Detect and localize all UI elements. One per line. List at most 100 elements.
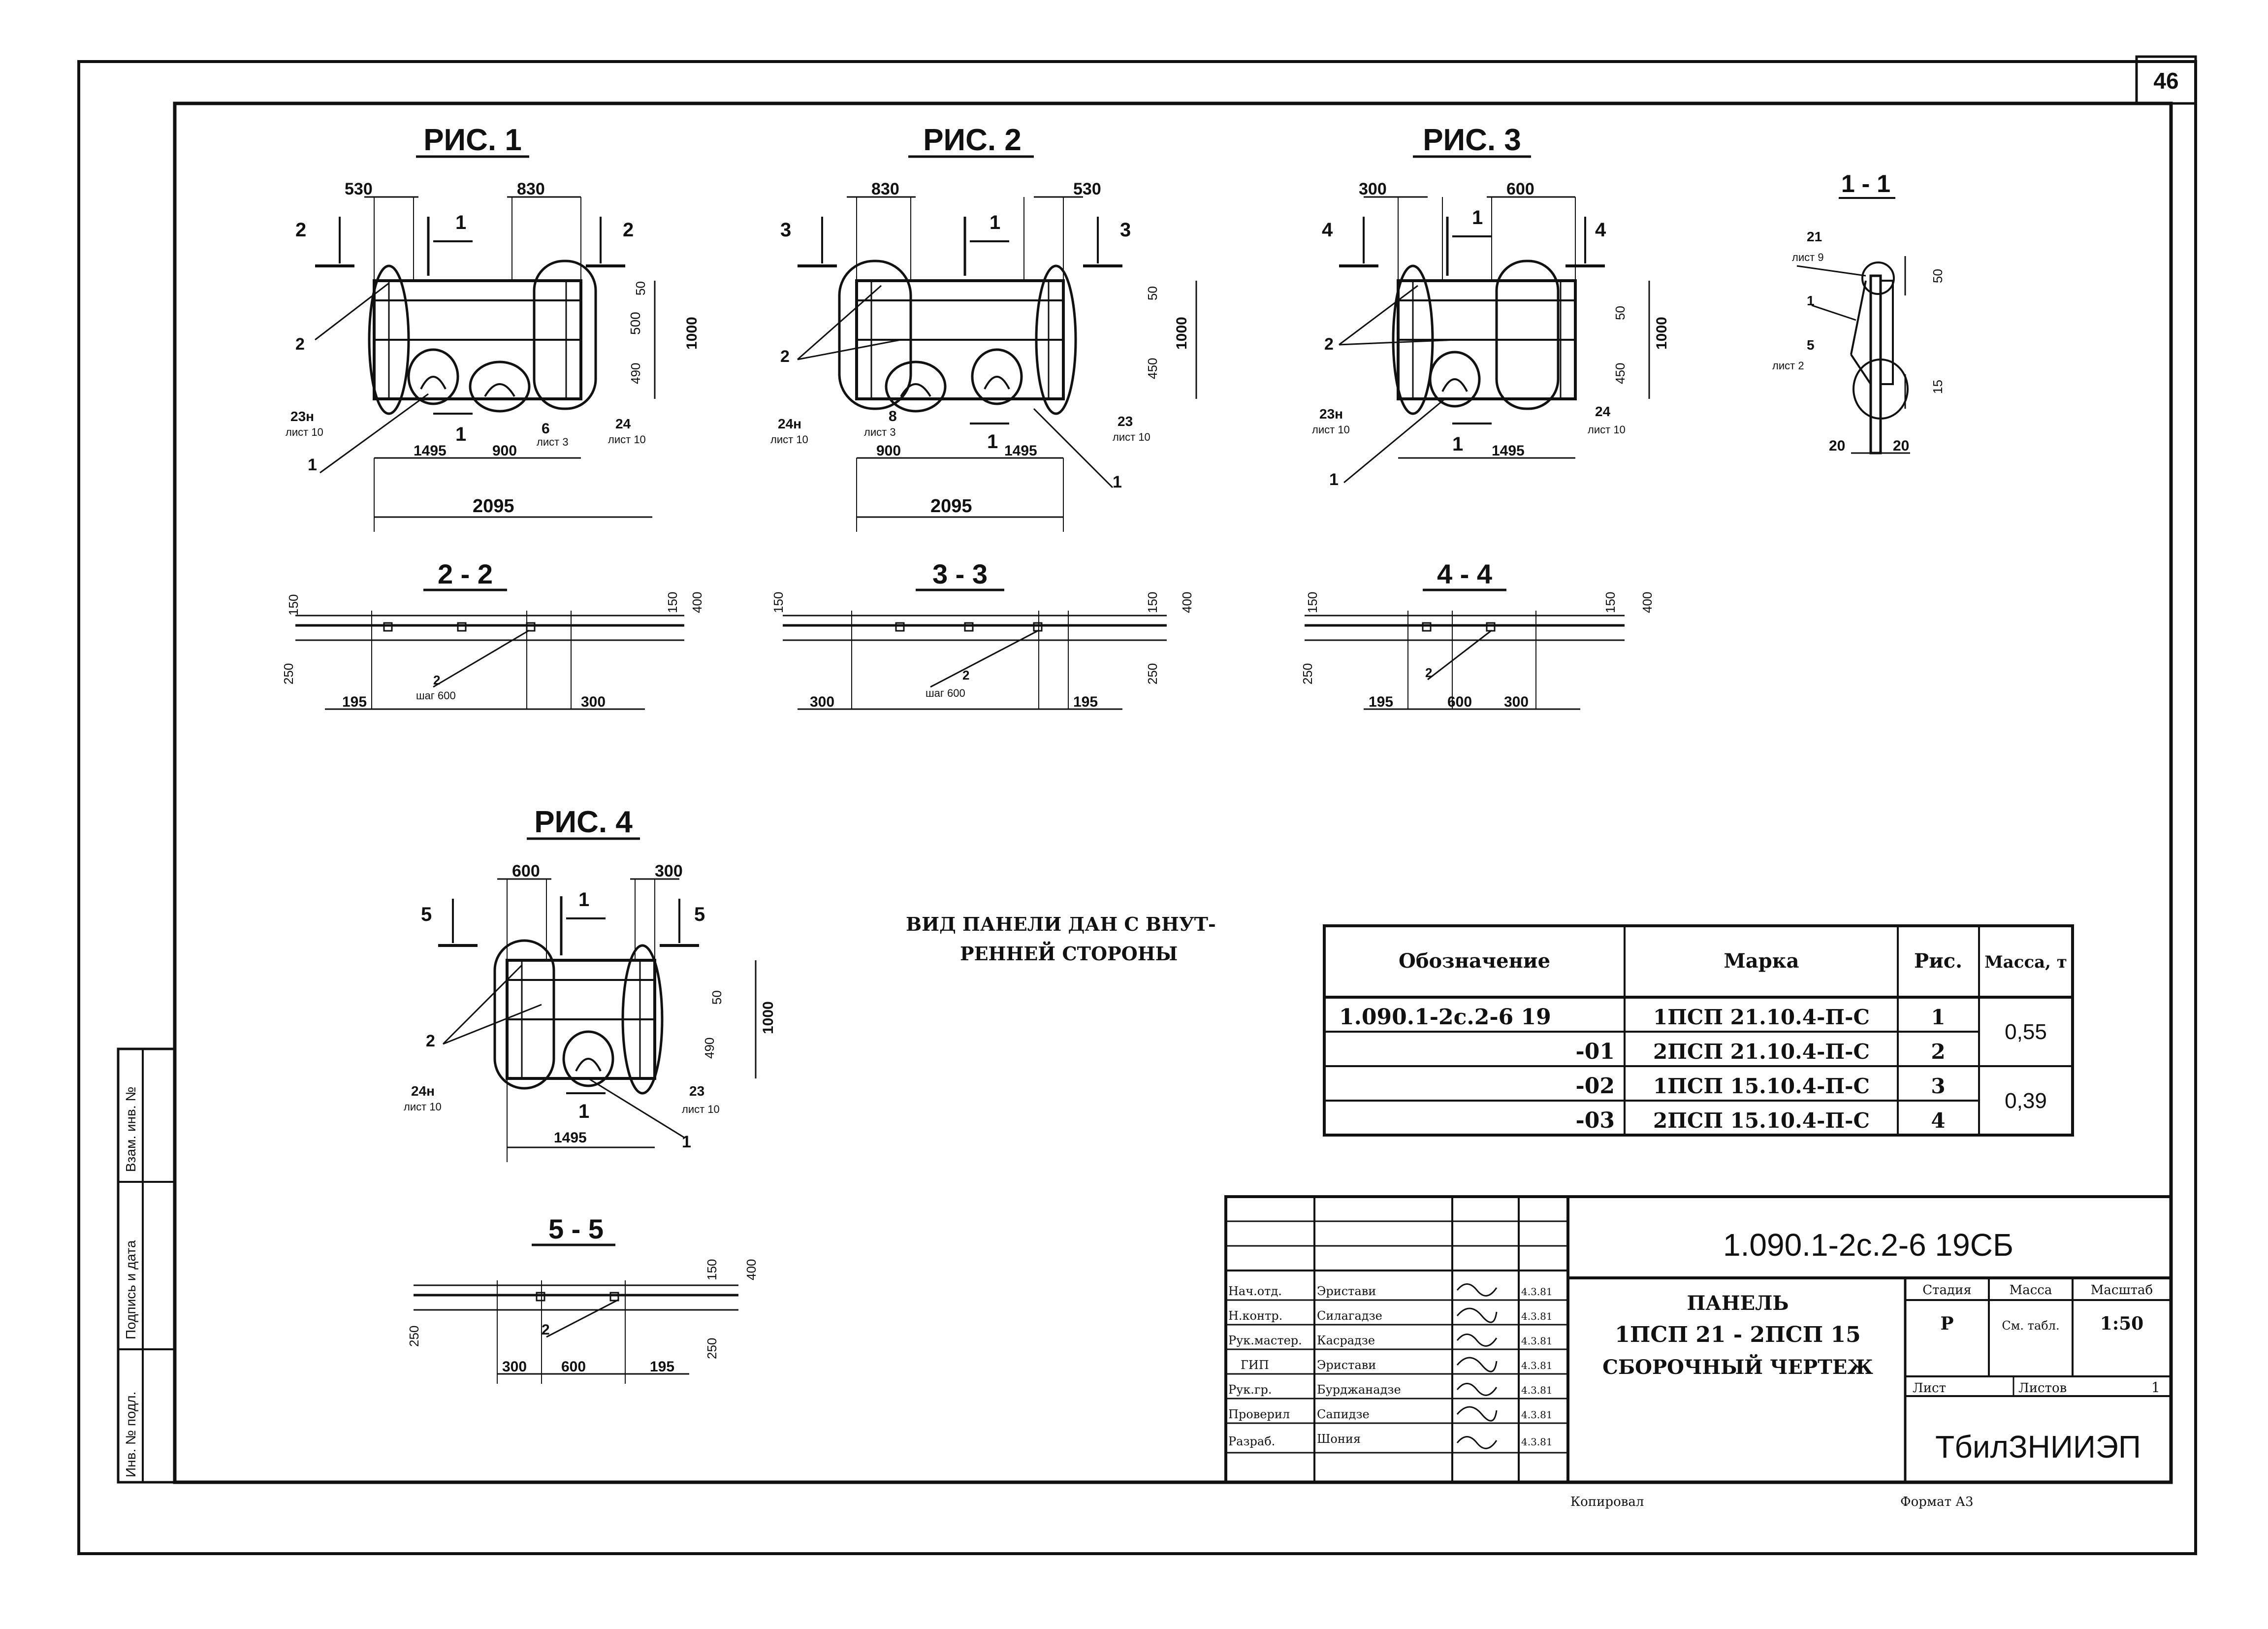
sec55-dim-150: 150 xyxy=(704,1259,719,1280)
drawing-code: 1.090.1-2с.2-6 19СБ xyxy=(1723,1227,2013,1263)
fig4-cut-mark-top: 1 xyxy=(578,889,589,911)
row3-fig: 3 xyxy=(1931,1074,1945,1098)
fig3-dim-50: 50 xyxy=(1613,306,1628,320)
figure-2: РИС. 2 830 530 900 1495 2095 1000 50 450 xyxy=(770,123,1197,532)
fig1-cut-mark-top: 1 xyxy=(455,212,466,233)
figure-4: РИС. 4 600 300 1495 1000 490 50 5 5 1 xyxy=(404,805,776,1162)
fig3-callout-23n: 23н xyxy=(1319,406,1343,422)
figure-2-title: РИС. 2 xyxy=(923,123,1022,157)
sec33-dim-300: 300 xyxy=(810,694,834,710)
mass-group-1: 0,55 xyxy=(2005,1020,2047,1044)
fig3-section-mark-right: 4 xyxy=(1595,219,1606,241)
sec44-dim-150b: 150 xyxy=(1603,592,1618,613)
sec11-dim-20a: 20 xyxy=(1829,438,1845,454)
sig-role-4: ГИП xyxy=(1241,1358,1269,1372)
sec44-dim-300: 300 xyxy=(1504,694,1529,710)
sec11-dim-20b: 20 xyxy=(1893,438,1909,454)
spec-table: Обозначение Марка Рис. Масса, т 1.090.1-… xyxy=(1323,924,2074,1137)
sig-role-1: Нач.отд. xyxy=(1228,1284,1282,1298)
sig-role-7: Разраб. xyxy=(1228,1434,1275,1448)
table-header-mass: Масса, т xyxy=(1984,952,2067,972)
fig3-dim-600: 600 xyxy=(1506,180,1534,198)
fig2-callout-sheet10-a: лист 10 xyxy=(770,433,808,446)
sheets-value: 1 xyxy=(2151,1379,2160,1396)
margin-label-sign: Подпись и дата xyxy=(123,1240,138,1339)
sec33-dim-250: 250 xyxy=(1145,663,1160,684)
fig1-dim-900: 900 xyxy=(492,443,517,459)
fig2-dim-1000: 1000 xyxy=(1174,317,1190,350)
sec55-callout-2: 2 xyxy=(542,1322,550,1338)
sig-date-7: 4.3.81 xyxy=(1521,1436,1553,1448)
sig-name-7: Шония xyxy=(1317,1432,1361,1446)
fig4-dim-1495: 1495 xyxy=(554,1130,587,1146)
fig4-dim-50: 50 xyxy=(709,990,724,1005)
sec55-dim-195: 195 xyxy=(650,1359,674,1375)
sec44-callout-2: 2 xyxy=(1425,665,1432,680)
sec22-dim-195: 195 xyxy=(342,694,367,710)
sig-name-3: Касрадзе xyxy=(1317,1334,1375,1347)
fig1-callout-sheet10-b: лист 10 xyxy=(608,433,646,446)
sec22-callout-step600: шаг 600 xyxy=(416,689,456,702)
sig-role-2: Н.контр. xyxy=(1228,1309,1282,1323)
scale-header: Масштаб xyxy=(2091,1283,2153,1298)
figure-1-title: РИС. 1 xyxy=(423,123,522,157)
row2-mark: 2ПСП 21.10.4-П-С xyxy=(1653,1040,1870,1064)
sec22-dim-400: 400 xyxy=(690,592,704,613)
fig2-dim-900: 900 xyxy=(876,443,901,459)
sig-name-1: Эристави xyxy=(1317,1284,1376,1298)
section-2-2: 2 - 2 150 250 195 300 150 400 2 шаг 600 xyxy=(281,558,704,710)
fig2-callout-24n: 24н xyxy=(778,416,801,431)
sec44-dim-150: 150 xyxy=(1305,592,1320,613)
fig1-dim-830: 830 xyxy=(517,180,545,198)
fig3-section-mark-left: 4 xyxy=(1322,219,1333,241)
note-line-2: РЕННЕЙ СТОРОНЫ xyxy=(960,942,1178,965)
fig3-cut-mark-bottom: 1 xyxy=(1452,433,1463,455)
fig2-dim-450: 450 xyxy=(1145,358,1160,379)
row1-mark: 1ПСП 21.10.4-П-С xyxy=(1653,1005,1870,1029)
fig1-callout-2: 2 xyxy=(295,335,305,354)
title-name-line3: СБОРОЧНЫЙ ЧЕРТЕЖ xyxy=(1602,1354,1873,1379)
sec44-dim-195: 195 xyxy=(1369,694,1393,710)
table-header-fig: Рис. xyxy=(1914,949,1962,973)
sec22-dim-300: 300 xyxy=(581,694,606,710)
sec33-callout-step600: шаг 600 xyxy=(926,687,965,699)
fig1-cut-mark-bottom: 1 xyxy=(455,424,466,445)
table-header-designation: Обозначение xyxy=(1399,949,1550,973)
figure-3-title: РИС. 3 xyxy=(1423,123,1521,157)
sig-date-3: 4.3.81 xyxy=(1521,1335,1553,1347)
sec55-dim-400: 400 xyxy=(744,1259,759,1280)
sig-role-5: Рук.гр. xyxy=(1228,1383,1272,1397)
section-3-3: 3 - 3 150 300 195 150 400 250 2 шаг 600 xyxy=(771,558,1194,710)
sec55-dim-300: 300 xyxy=(502,1359,527,1375)
section-2-2-title: 2 - 2 xyxy=(438,558,493,589)
page-number: 46 xyxy=(2153,68,2178,94)
format-label: Формат А3 xyxy=(1900,1495,1973,1509)
sec11-callout-21: 21 xyxy=(1807,229,1822,244)
sig-name-4: Эристави xyxy=(1317,1358,1376,1372)
sec22-dim-150: 150 xyxy=(286,594,301,616)
fig3-callout-24: 24 xyxy=(1595,404,1611,419)
mass-header: Масса xyxy=(2010,1283,2052,1298)
row1-fig: 1 xyxy=(1931,1005,1945,1029)
sec22-callout-2: 2 xyxy=(433,673,440,687)
sig-role-6: Проверил xyxy=(1228,1407,1290,1421)
section-5-5: 5 - 5 250 300 600 195 150 400 250 2 xyxy=(407,1213,759,1384)
scale-value: 1:50 xyxy=(2100,1313,2143,1334)
page-number-box xyxy=(2135,55,2197,105)
fig4-dim-490: 490 xyxy=(702,1038,717,1059)
fig4-callout-24n: 24н xyxy=(411,1083,435,1099)
fig4-callout-2: 2 xyxy=(426,1032,435,1050)
section-1-1-title: 1 - 1 xyxy=(1841,170,1890,197)
sig-name-2: Силагадзе xyxy=(1317,1309,1382,1323)
title-name-line1: ПАНЕЛЬ xyxy=(1687,1292,1789,1315)
fig4-callout-1: 1 xyxy=(682,1133,691,1151)
row1-designation: 1.090.1-2с.2-6 19 xyxy=(1339,1005,1551,1030)
fig3-dim-1495: 1495 xyxy=(1492,443,1525,459)
sig-date-4: 4.3.81 xyxy=(1521,1360,1553,1371)
sig-date-1: 4.3.81 xyxy=(1521,1286,1553,1298)
sec11-dim-15: 15 xyxy=(1930,380,1945,394)
fig3-callout-2: 2 xyxy=(1324,335,1334,354)
row3-designation: -02 xyxy=(1576,1074,1615,1099)
fig4-section-mark-left: 5 xyxy=(421,904,432,925)
fig3-dim-300: 300 xyxy=(1359,180,1387,198)
